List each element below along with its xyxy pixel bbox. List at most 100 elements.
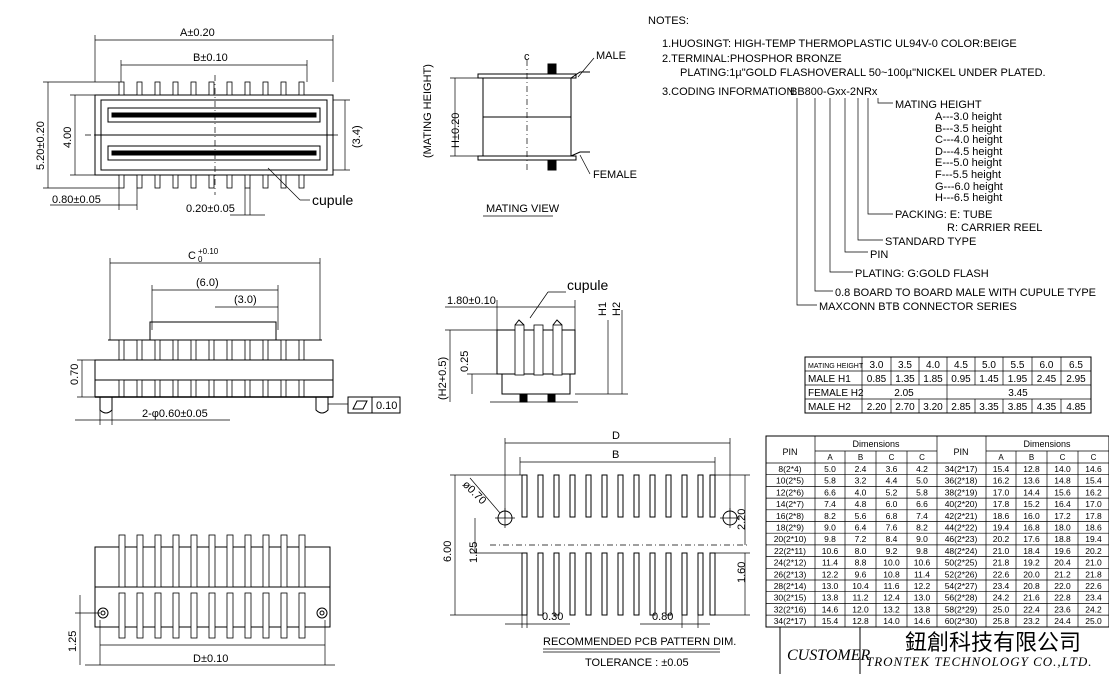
top-view: A±0.20 B±0.10 (35, 27, 363, 216)
height-table-cell: 3.45 (1008, 388, 1028, 399)
dim-table-cell: 40(2*20) (945, 499, 978, 509)
dim-table-cell: 14(2*7) (776, 499, 804, 509)
dim-table-cell: 34(2*17) (945, 464, 978, 474)
dim-table-cell: 56(2*28) (945, 593, 978, 603)
dim-table-cell: 17.0 (1085, 499, 1102, 509)
height-table-cell: 4.0 (926, 360, 940, 371)
dim-table-cell: 16.2 (1085, 487, 1102, 497)
dim-180-label: 1.80±0.10 (447, 295, 496, 307)
dim-table-header: Dimensions (852, 439, 900, 449)
dim-table-cell: 16.0 (1023, 511, 1040, 521)
height-d: D---4.5 height (935, 146, 1002, 158)
center-mark: c (524, 51, 530, 63)
dim-table-cell: 12(2*6) (776, 487, 804, 497)
coding-code: BB800-Gxx-2NRx (790, 86, 878, 98)
dim-table-cell: 4.2 (916, 464, 928, 474)
pcb-080-label: 0.80 (652, 611, 673, 623)
dim-holes-label: 2-φ0.60±0.05 (142, 408, 208, 420)
side-pins (118, 339, 305, 361)
dim-d-label-bottom: D±0.10 (193, 653, 228, 665)
dim-table-cell: 11.4 (822, 558, 838, 568)
dim-table-col: A (998, 453, 1004, 462)
dim-table-cell: 16.8 (1023, 523, 1040, 533)
dim-table-cell: 3.2 (855, 476, 867, 486)
pcb-pads-upper (521, 474, 716, 518)
dim-table-cell: 2.4 (855, 464, 867, 474)
dim-table-cell: 8(2*4) (778, 464, 801, 474)
dim-table-col: C (919, 453, 925, 462)
dim-table-cell: 9.2 (886, 546, 898, 556)
dim-c-tol-bot: 0 (198, 255, 203, 264)
dim-table-cell: 14.0 (883, 616, 900, 626)
dim-table-cell: 36(2*18) (945, 476, 978, 486)
height-c: C---4.0 height (935, 134, 1002, 146)
dim-b-label: B±0.10 (193, 52, 228, 64)
dim-table-cell: 3.6 (886, 464, 898, 474)
height-table-cell: 0.85 (867, 374, 887, 385)
dim-c-tol-top: +0.10 (198, 247, 219, 256)
dim-table-cell: 13.0 (822, 581, 839, 591)
dim-c-label: C (188, 250, 196, 262)
board-note: 0.8 BOARD TO BOARD MALE WITH CUPULE TYPE (835, 287, 1096, 299)
packing-1: PACKING: E: TUBE (895, 209, 992, 221)
dim-table-cell: 21.0 (993, 546, 1010, 556)
pcb-160-label: 1.60 (736, 562, 748, 583)
dim-table-cell: 24.2 (993, 593, 1010, 603)
dim-table-cell: 7.2 (855, 534, 867, 544)
dim-60-label: (6.0) (196, 277, 219, 289)
dim-table-cell: 9.6 (855, 569, 867, 579)
dim-table-cell: 44(2*22) (945, 523, 978, 533)
height-table-cell: 2.45 (1037, 374, 1057, 385)
dim-table-cell: 20.0 (1023, 569, 1040, 579)
dim-table-cell: 38(2*19) (945, 487, 978, 497)
height-table-cell: 6.5 (1069, 360, 1083, 371)
dim-table-cell: 10.6 (822, 546, 839, 556)
dim-table-cell: 5.0 (916, 476, 928, 486)
mating-height-label: (MATING HEIGHT) (422, 64, 434, 158)
height-table-cell: 6.0 (1040, 360, 1054, 371)
pcb-pads-lower (521, 552, 716, 616)
dim-table-col: B (858, 453, 863, 462)
dim-table-cell: 20.4 (1054, 558, 1071, 568)
dim-table-cell: 60(2*30) (945, 616, 978, 626)
dim-table-col: C (889, 453, 895, 462)
dim-table-cell: 30(2*15) (774, 593, 807, 603)
dim-table-cell: 17.2 (1054, 511, 1071, 521)
dim-table-cell: 14.4 (1023, 487, 1040, 497)
dim-table-cell: 48(2*24) (945, 546, 978, 556)
dim-table-cell: 22.6 (993, 569, 1010, 579)
dim-table-cell: 23.6 (1054, 604, 1071, 614)
dim-table-cell: 32(2*16) (774, 604, 807, 614)
top-pins-upper (118, 81, 305, 96)
dim-table-cell: 4.4 (886, 476, 898, 486)
height-table-cell: 1.45 (979, 374, 999, 385)
dim-table-cell: 11.2 (853, 593, 869, 603)
dim-table-cell: 24(2*12) (774, 558, 807, 568)
dim-table-cell: 26(2*13) (774, 569, 807, 579)
height-table-cell: 0.95 (951, 374, 971, 385)
dim-table-cell: 18.4 (1023, 546, 1040, 556)
dim-table-cell: 9.0 (916, 534, 928, 544)
height-table-cell: 4.85 (1066, 402, 1086, 413)
dim-table-cell: 15.2 (1023, 499, 1040, 509)
customer-label: CUSTOMER (787, 647, 870, 664)
height-table-cell: 2.85 (951, 402, 971, 413)
h2b-label: (H2+0.5) (437, 357, 449, 400)
note-1: 1.HUOSINGT: HIGH-TEMP THERMOPLASTIC UL94… (662, 38, 1017, 50)
female-label: FEMALE (593, 169, 637, 181)
dim-a-label: A±0.20 (180, 27, 215, 39)
dim-table-cell: 12.8 (852, 616, 869, 626)
dim-table-cell: 22.0 (1054, 581, 1071, 591)
d025-label: 0.25 (459, 351, 471, 372)
standard-type: STANDARD TYPE (885, 236, 976, 248)
dim-520-label: 5.20±0.20 (35, 121, 47, 170)
dim-table-cell: 7.6 (886, 523, 898, 533)
dim-table-cell: 17.6 (1023, 534, 1040, 544)
dim-table-col: B (1029, 453, 1034, 462)
height-table-cell: 3.85 (1008, 402, 1028, 413)
mating-height-title: MATING HEIGHT (895, 99, 982, 111)
dim-table-cell: 20.2 (1085, 546, 1102, 556)
dim-table-cell: 10.0 (883, 558, 900, 568)
